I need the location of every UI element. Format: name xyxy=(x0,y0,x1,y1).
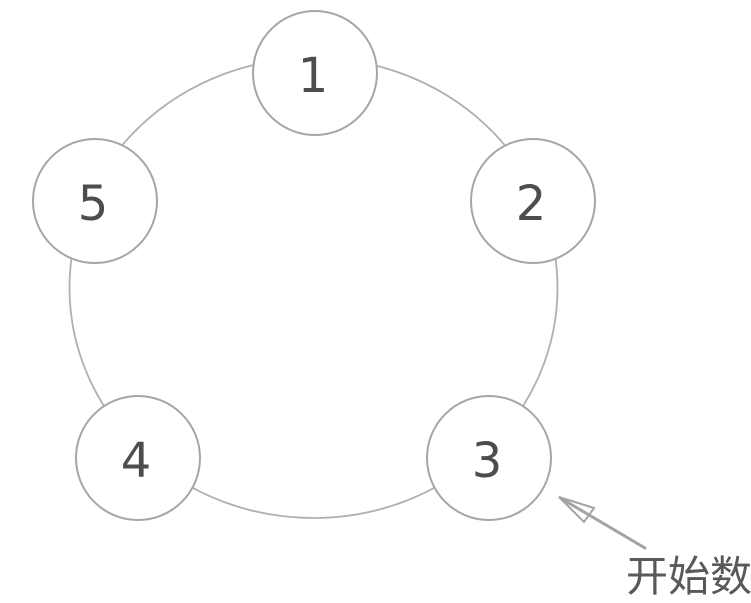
node-4: 4 xyxy=(75,395,201,521)
node-1-circle xyxy=(252,10,378,136)
start-arrow xyxy=(558,496,647,550)
arrow-shaft xyxy=(560,497,647,550)
node-3: 3 xyxy=(426,395,552,521)
node-5-circle xyxy=(32,138,158,264)
node-1-label: 1 xyxy=(298,48,329,104)
node-2-circle xyxy=(470,138,596,264)
node-4-circle xyxy=(75,395,201,521)
node-4-label: 4 xyxy=(121,433,152,489)
node-3-circle xyxy=(426,395,552,521)
node-2-label: 2 xyxy=(516,176,547,232)
node-3-label: 3 xyxy=(472,433,503,489)
node-2: 2 xyxy=(470,138,596,264)
node-5: 5 xyxy=(32,138,158,264)
node-5-label: 5 xyxy=(78,176,109,232)
start-counting-label: 开始数 xyxy=(626,552,751,601)
node-1: 1 xyxy=(252,10,378,136)
